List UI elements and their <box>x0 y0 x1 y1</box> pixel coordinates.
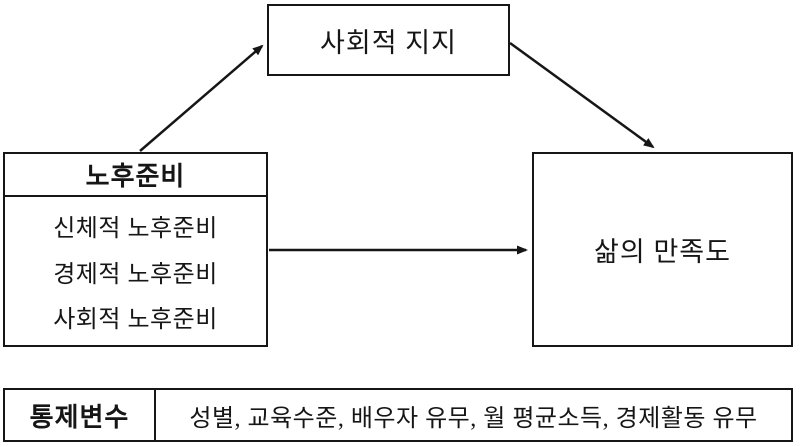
independent-item-economic: 경제적 노후준비 <box>53 261 218 288</box>
arrow-independent-to-mediator <box>139 44 264 152</box>
independent-item-physical: 신체적 노후준비 <box>53 215 218 242</box>
independent-item-social: 사회적 노후준비 <box>53 307 218 334</box>
independent-box-header: 노후준비 <box>5 154 266 197</box>
independent-items: 신체적 노후준비 경제적 노후준비 사회적 노후준비 <box>5 197 266 345</box>
independent-box: 노후준비 신체적 노후준비 경제적 노후준비 사회적 노후준비 <box>3 152 268 347</box>
mediator-label: 사회적 지지 <box>320 27 457 58</box>
control-variables-values: 성별, 교육수준, 배우자 유무, 월 평균소득, 경제활동 유무 <box>189 405 758 432</box>
arrow-mediator-to-dependent <box>509 41 655 149</box>
mediator-box: 사회적 지지 <box>267 4 510 76</box>
independent-title: 노후준비 <box>85 162 186 191</box>
dependent-label: 삶의 만족도 <box>594 237 731 267</box>
control-variables-values-cell: 성별, 교육수준, 배우자 유무, 월 평균소득, 경제활동 유무 <box>156 390 791 440</box>
control-variables-title-cell: 통제변수 <box>5 390 156 440</box>
control-variables-title: 통제변수 <box>29 402 130 432</box>
dependent-box: 삶의 만족도 <box>532 152 793 347</box>
control-variables-table: 통제변수 성별, 교육수준, 배우자 유무, 월 평균소득, 경제활동 유무 <box>3 388 793 442</box>
